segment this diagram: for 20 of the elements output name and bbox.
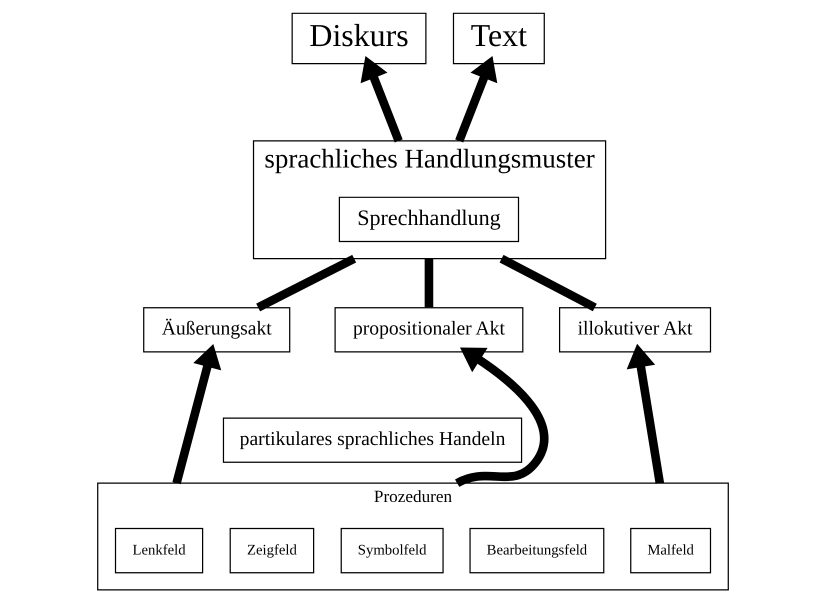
node-box: Zeigfeld [230,528,314,574]
node-box: Äußerungsakt [143,307,290,352]
arrow [455,56,498,142]
arrow [172,344,222,484]
node-box: propositionaler Akt [334,307,524,352]
node-box: partikulares sprachliches Handeln [222,418,522,463]
connector [256,254,356,312]
node-box: illokutiver Akt [558,307,712,352]
arrow [626,344,664,484]
node-box: Text [452,12,545,64]
node-box: Sprechhandlung [338,196,520,242]
arrow [360,56,403,142]
node-box: Diskurs [292,12,426,64]
node-box: Malfeld [630,528,712,574]
arrow [455,348,548,488]
node-box: Lenkfeld [114,528,204,574]
connector [500,254,597,312]
node-box: Symbolfeld [340,528,444,574]
connector [424,258,434,308]
node-box: Bearbeitungsfeld [469,528,604,574]
